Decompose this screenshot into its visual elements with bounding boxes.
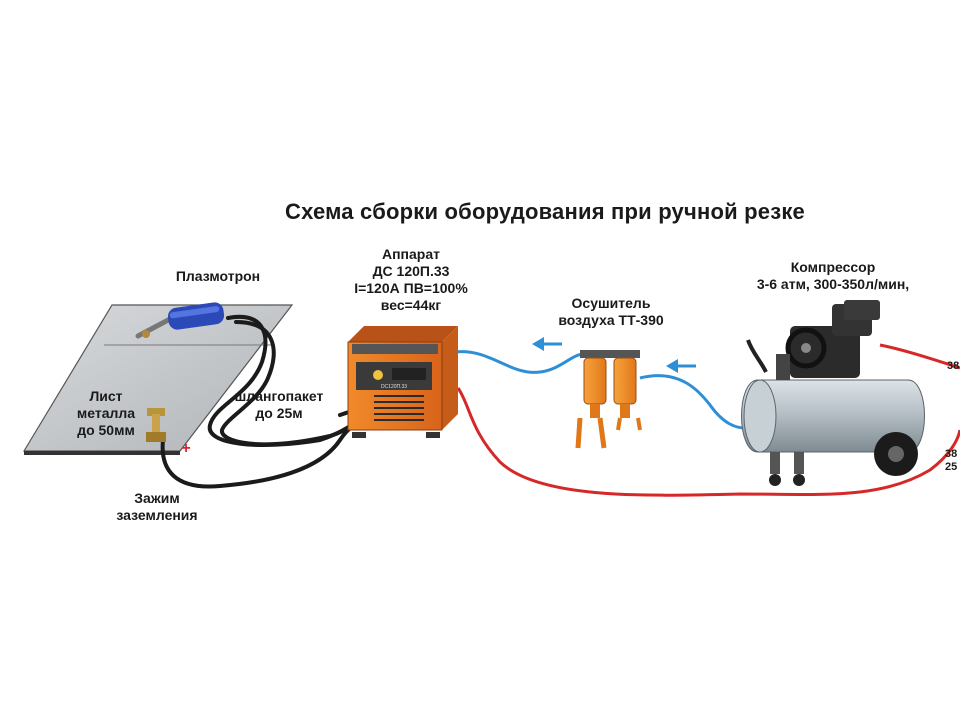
- label-hose-pack: шлангопакет до 25м: [224, 388, 334, 422]
- apparatus-model-text: DC120П.33: [381, 384, 407, 390]
- label-compressor: Компрессор 3-6 атм, 300-350л/мин,: [738, 259, 928, 293]
- compressor: [741, 300, 925, 486]
- metal-sheet: [22, 304, 294, 455]
- label-ground-clamp-line1: Зажим: [134, 490, 180, 506]
- label-compressor-line1: Компрессор: [790, 259, 876, 275]
- label-hose-pack-line1: шлангопакет: [234, 388, 324, 404]
- label-plasmatron: Плазмотрон: [175, 268, 261, 284]
- label-metal-sheet-line1: Лист: [89, 388, 123, 404]
- label-apparatus-line4: вес=44кг: [380, 297, 442, 313]
- air-hose-apparatus-dryer: [454, 350, 585, 374]
- label-apparatus-line1: Аппарат: [381, 246, 440, 262]
- air-dryer: [575, 350, 642, 449]
- label-apparatus: Аппарат ДС 120П.33 I=120А ПВ=100% вес=44…: [336, 246, 486, 314]
- label-edge-right-bottom: 38 25: [945, 448, 957, 474]
- label-dryer-line1: Осушитель: [571, 295, 651, 311]
- power-cable-top: [879, 343, 960, 370]
- label-hose-pack-line2: до 25м: [255, 405, 303, 421]
- label-dryer: Осушитель воздуха ТТ-390: [536, 295, 686, 329]
- label-ground-clamp-line2: заземления: [116, 507, 198, 523]
- air-hose-dryer-compressor: [639, 374, 753, 430]
- label-metal-sheet-line2: металла: [76, 405, 136, 421]
- diagram-title: Схема сборки оборудования при ручной рез…: [285, 199, 805, 224]
- apparatus-unit: [347, 326, 458, 438]
- flow-arrow-left-icon: [532, 337, 562, 351]
- label-ground-clamp: Зажим заземления: [102, 490, 212, 524]
- label-metal-sheet-line3: до 50мм: [77, 422, 135, 438]
- label-plus-sign: +: [181, 440, 191, 457]
- label-apparatus-line2: ДС 120П.33: [372, 263, 450, 279]
- label-edge-right-top: 38: [947, 360, 960, 372]
- label-compressor-line2: 3-6 атм, 300-350л/мин,: [756, 276, 910, 292]
- label-dryer-line2: воздуха ТТ-390: [558, 312, 664, 328]
- power-cable: [456, 387, 960, 497]
- ground-clamp: [146, 408, 166, 442]
- label-metal-sheet: Лист металла до 50мм: [56, 388, 156, 439]
- plasma-torch: [135, 302, 225, 339]
- label-edge-right-bottom-line1: 38: [945, 448, 958, 460]
- flow-arrow-right-icon: [666, 359, 696, 373]
- label-apparatus-line3: I=120А ПВ=100%: [354, 280, 468, 296]
- label-edge-right-bottom-line2: 25: [945, 461, 958, 473]
